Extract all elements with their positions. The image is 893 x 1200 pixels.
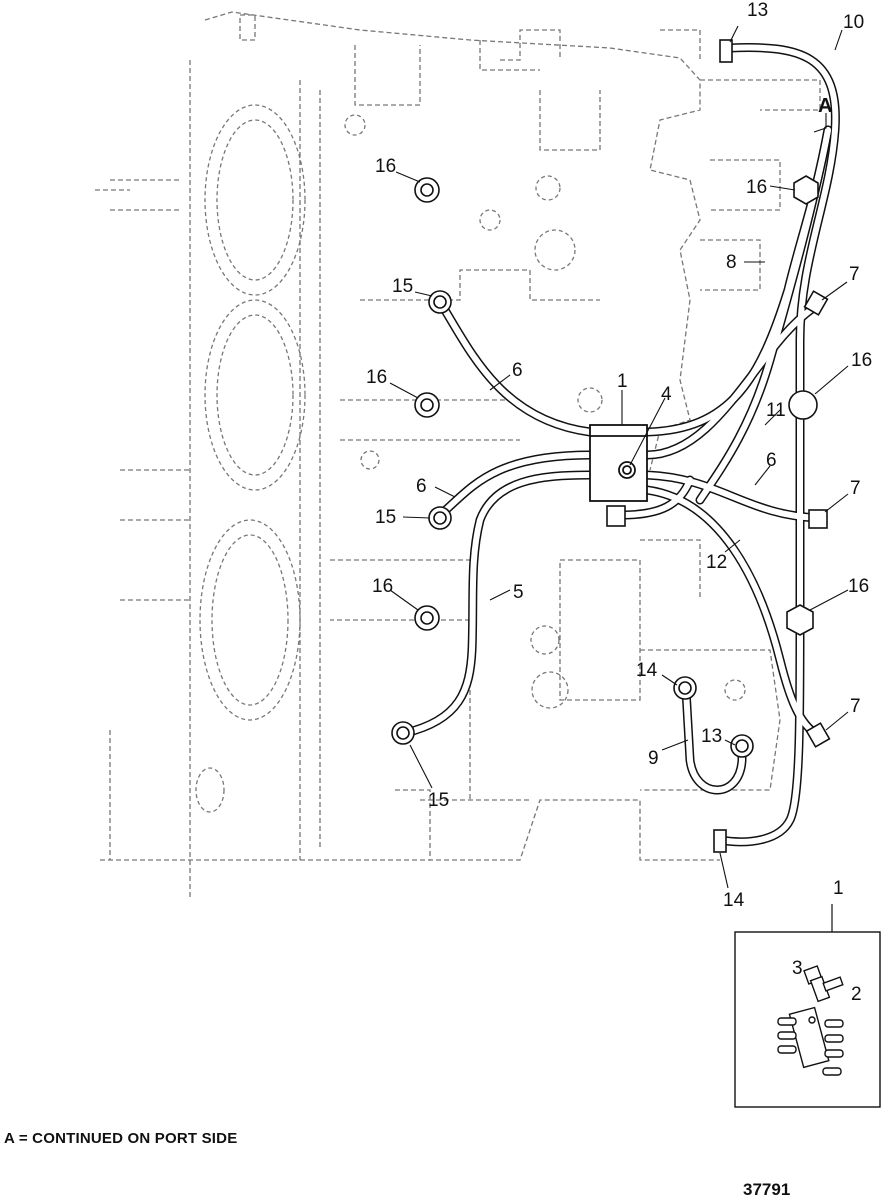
callout-10: 10 <box>843 12 864 33</box>
callout-16-d: 16 <box>366 367 387 388</box>
fitting-7-lower <box>805 722 831 748</box>
cylinder-ports <box>195 104 746 813</box>
callout-2: 2 <box>851 984 862 1005</box>
callout-15-b: 15 <box>375 507 396 528</box>
callout-1-main: 1 <box>617 371 628 392</box>
fitting-13-u <box>730 734 754 758</box>
callout-6-right: 6 <box>766 450 777 471</box>
callout-15-c: 15 <box>428 790 449 811</box>
fitting-7-mid <box>808 509 828 529</box>
callout-14-u: 14 <box>636 660 658 681</box>
callout-16-a: 16 <box>375 156 396 177</box>
callout-11: 11 <box>766 400 786 421</box>
fitting-16 <box>414 175 819 636</box>
callout-13-top: 13 <box>747 0 768 21</box>
callout-12: 12 <box>706 552 727 573</box>
callout-6-lower: 6 <box>416 476 427 497</box>
fitting-13-top <box>719 39 733 63</box>
fitting-15 <box>391 290 452 745</box>
callout-7-lower: 7 <box>850 696 861 717</box>
callout-13-u: 13 <box>701 726 722 747</box>
callout-labels: 13 10 A 16 16 8 7 15 16 16 6 1 4 11 6 6 … <box>366 0 872 1005</box>
callout-7-mid: 7 <box>850 478 861 499</box>
leader-lines <box>389 25 849 889</box>
engine-block-outline <box>95 11 821 900</box>
callout-16-b: 16 <box>746 177 767 198</box>
callout-3: 3 <box>792 958 803 979</box>
fitting-14-bottom <box>713 829 727 853</box>
callout-16-f: 16 <box>848 576 869 597</box>
callout-1-inset: 1 <box>833 878 844 899</box>
fittings <box>391 39 831 853</box>
callout-5: 5 <box>513 582 524 603</box>
footnote-continued: A = CONTINUED ON PORT SIDE <box>4 1130 238 1147</box>
callout-4: 4 <box>661 384 672 405</box>
callout-6-upper: 6 <box>512 360 523 381</box>
manifold-block <box>589 424 648 502</box>
inset-detail <box>734 904 881 1108</box>
inset-manifold-2 <box>777 1006 844 1076</box>
figure-number: 37791 <box>743 1180 791 1199</box>
fitting-short <box>606 505 626 527</box>
callout-8: 8 <box>726 252 737 273</box>
fitting-14-u <box>673 676 697 700</box>
callout-16-e: 16 <box>372 576 393 597</box>
callout-14-bottom: 14 <box>723 890 745 911</box>
callout-15-a: 15 <box>392 276 413 297</box>
callout-9: 9 <box>648 748 659 769</box>
callout-16-c: 16 <box>851 350 872 371</box>
callout-A: A <box>818 95 832 117</box>
callout-7-upper: 7 <box>849 264 860 285</box>
inset-fitting-3 <box>803 965 844 1003</box>
fitting-7-upper <box>803 290 829 316</box>
